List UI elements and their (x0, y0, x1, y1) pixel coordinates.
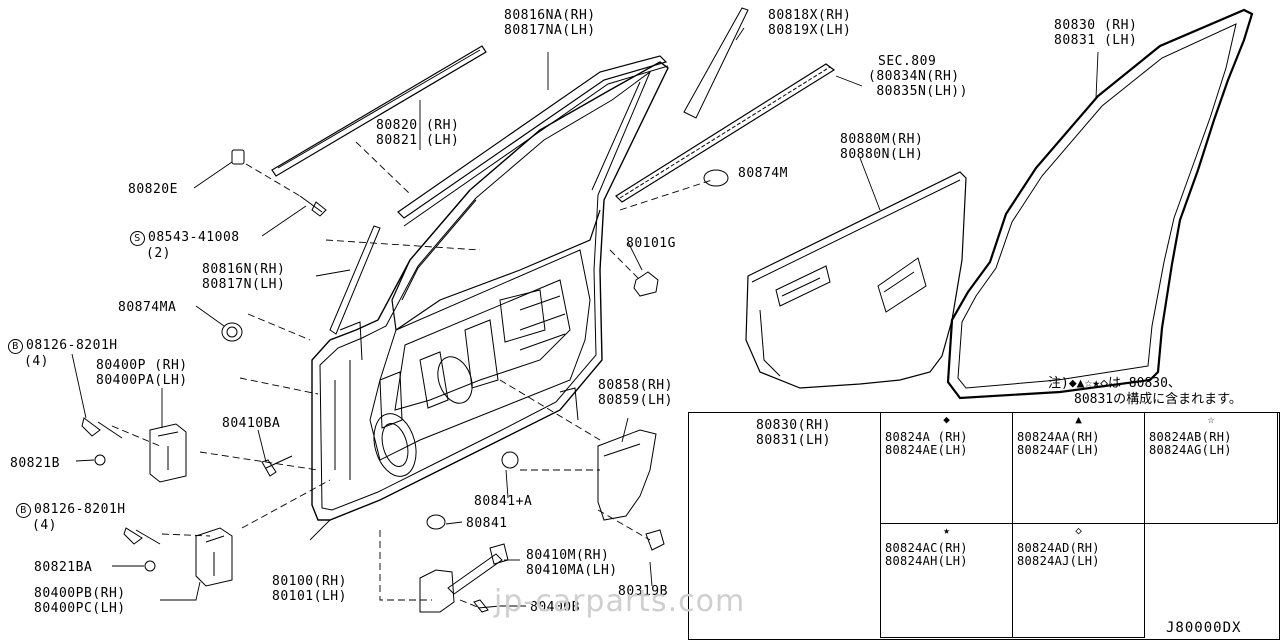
label-80319B: 80319B (618, 584, 668, 599)
door-sash-upper (397, 55, 669, 227)
hinge-upper (149, 423, 187, 483)
hinge-lower (195, 527, 233, 587)
label-80820: 80820 (RH)80821 (LH) (376, 118, 460, 148)
label-80820E: 80820E (128, 182, 178, 197)
bolt-80821BA (123, 527, 161, 545)
bolt-80400B (473, 599, 501, 613)
label-80821B: 80821B (10, 456, 60, 471)
label-80816N: 80816N(RH)80817N(LH) (202, 262, 286, 292)
door-weatherstrip (946, 8, 1254, 400)
screw-08543 (299, 195, 327, 217)
label-80400PB: 80400PB(RH)80400PC(LH) (34, 586, 126, 616)
circle-b-icon: B (8, 339, 23, 354)
triangle-filled-icon: ▲ (1075, 413, 1082, 426)
label-80830: 80830 (RH)80831 (LH) (1054, 18, 1138, 48)
label-80874MA: 80874MA (118, 300, 177, 315)
diamond-outline-icon: ◇ (1075, 524, 1082, 537)
grommet-80874MA (221, 322, 243, 342)
front-sash-trim (329, 225, 381, 335)
clip-80820E (231, 149, 245, 165)
stopper-80101G (633, 271, 659, 297)
inset-cell-80824AD: ◇ 80824AD(RH) 80824AJ(LH) (1012, 523, 1145, 638)
inset-cell-80824A: ◆ 80824A (RH) 80824AE(LH) (880, 412, 1013, 524)
diagram-code: J80000DX (1166, 620, 1242, 636)
bracket-80858 (597, 429, 657, 521)
grommet-80874M (703, 169, 729, 187)
star-outline-icon: ☆ (1207, 413, 1215, 426)
component-note: 注)◆▲☆★◇は 80830、80831の構成に含まれます。 (1048, 376, 1242, 407)
inset-cell-80824AB: ☆ 80824AB(RH) 80824AG(LH) (1144, 412, 1278, 524)
front-door-panel (311, 61, 669, 521)
label-80818X: 80818X(RH)80819X(LH) (768, 8, 852, 38)
label-80880: 80880M(RH)80880N(LH) (840, 132, 924, 162)
rear-sash-trim (683, 7, 749, 119)
label-80100: 80100(RH)80101(LH) (272, 574, 347, 604)
plug-80841 (426, 514, 446, 530)
label-80400B: 80400B (530, 600, 580, 615)
inset-panel (688, 412, 1280, 640)
clip-80319B (645, 529, 665, 551)
label-80858: 80858(RH)80859(LH) (598, 378, 673, 408)
bolt-80821B (81, 417, 123, 439)
label-80841A: 80841+A (474, 494, 533, 509)
window-moulding (271, 45, 487, 177)
inset-title: 80830(RH)80831(LH) (756, 418, 831, 448)
bolt-80410BA (261, 455, 293, 477)
inset-cell-80824AC: ★ 80824AC(RH) 80824AH(LH) (880, 523, 1013, 638)
inset-cell-80824AA: ▲ 80824AA(RH) 80824AF(LH) (1012, 412, 1145, 524)
label-80101G: 80101G (626, 236, 676, 251)
star-filled-icon: ★ (943, 524, 950, 537)
label-80410M: 80410M(RH)80410MA(LH) (526, 548, 618, 578)
label-sec809: SEC.809(80834N(RH) 80835N(LH)) (868, 54, 968, 99)
label-80410BA: 80410BA (222, 416, 281, 431)
circle-s-icon: S (130, 231, 145, 246)
label-80841: 80841 (466, 516, 508, 531)
diamond-filled-icon: ◆ (943, 413, 950, 426)
label-80400P: 80400P (RH)80400PA(LH) (96, 358, 188, 388)
watermark: jp-carparts.com (494, 584, 746, 619)
door-trim-panel (745, 171, 967, 389)
label-80821BA: 80821BA (34, 560, 93, 575)
plug-80841A (501, 451, 519, 469)
label-80816NA: 80816NA(RH)80817NA(LH) (504, 8, 596, 38)
belt-moulding (615, 63, 836, 203)
label-80874M: 80874M (738, 166, 788, 181)
circle-b-icon: B (16, 503, 31, 518)
